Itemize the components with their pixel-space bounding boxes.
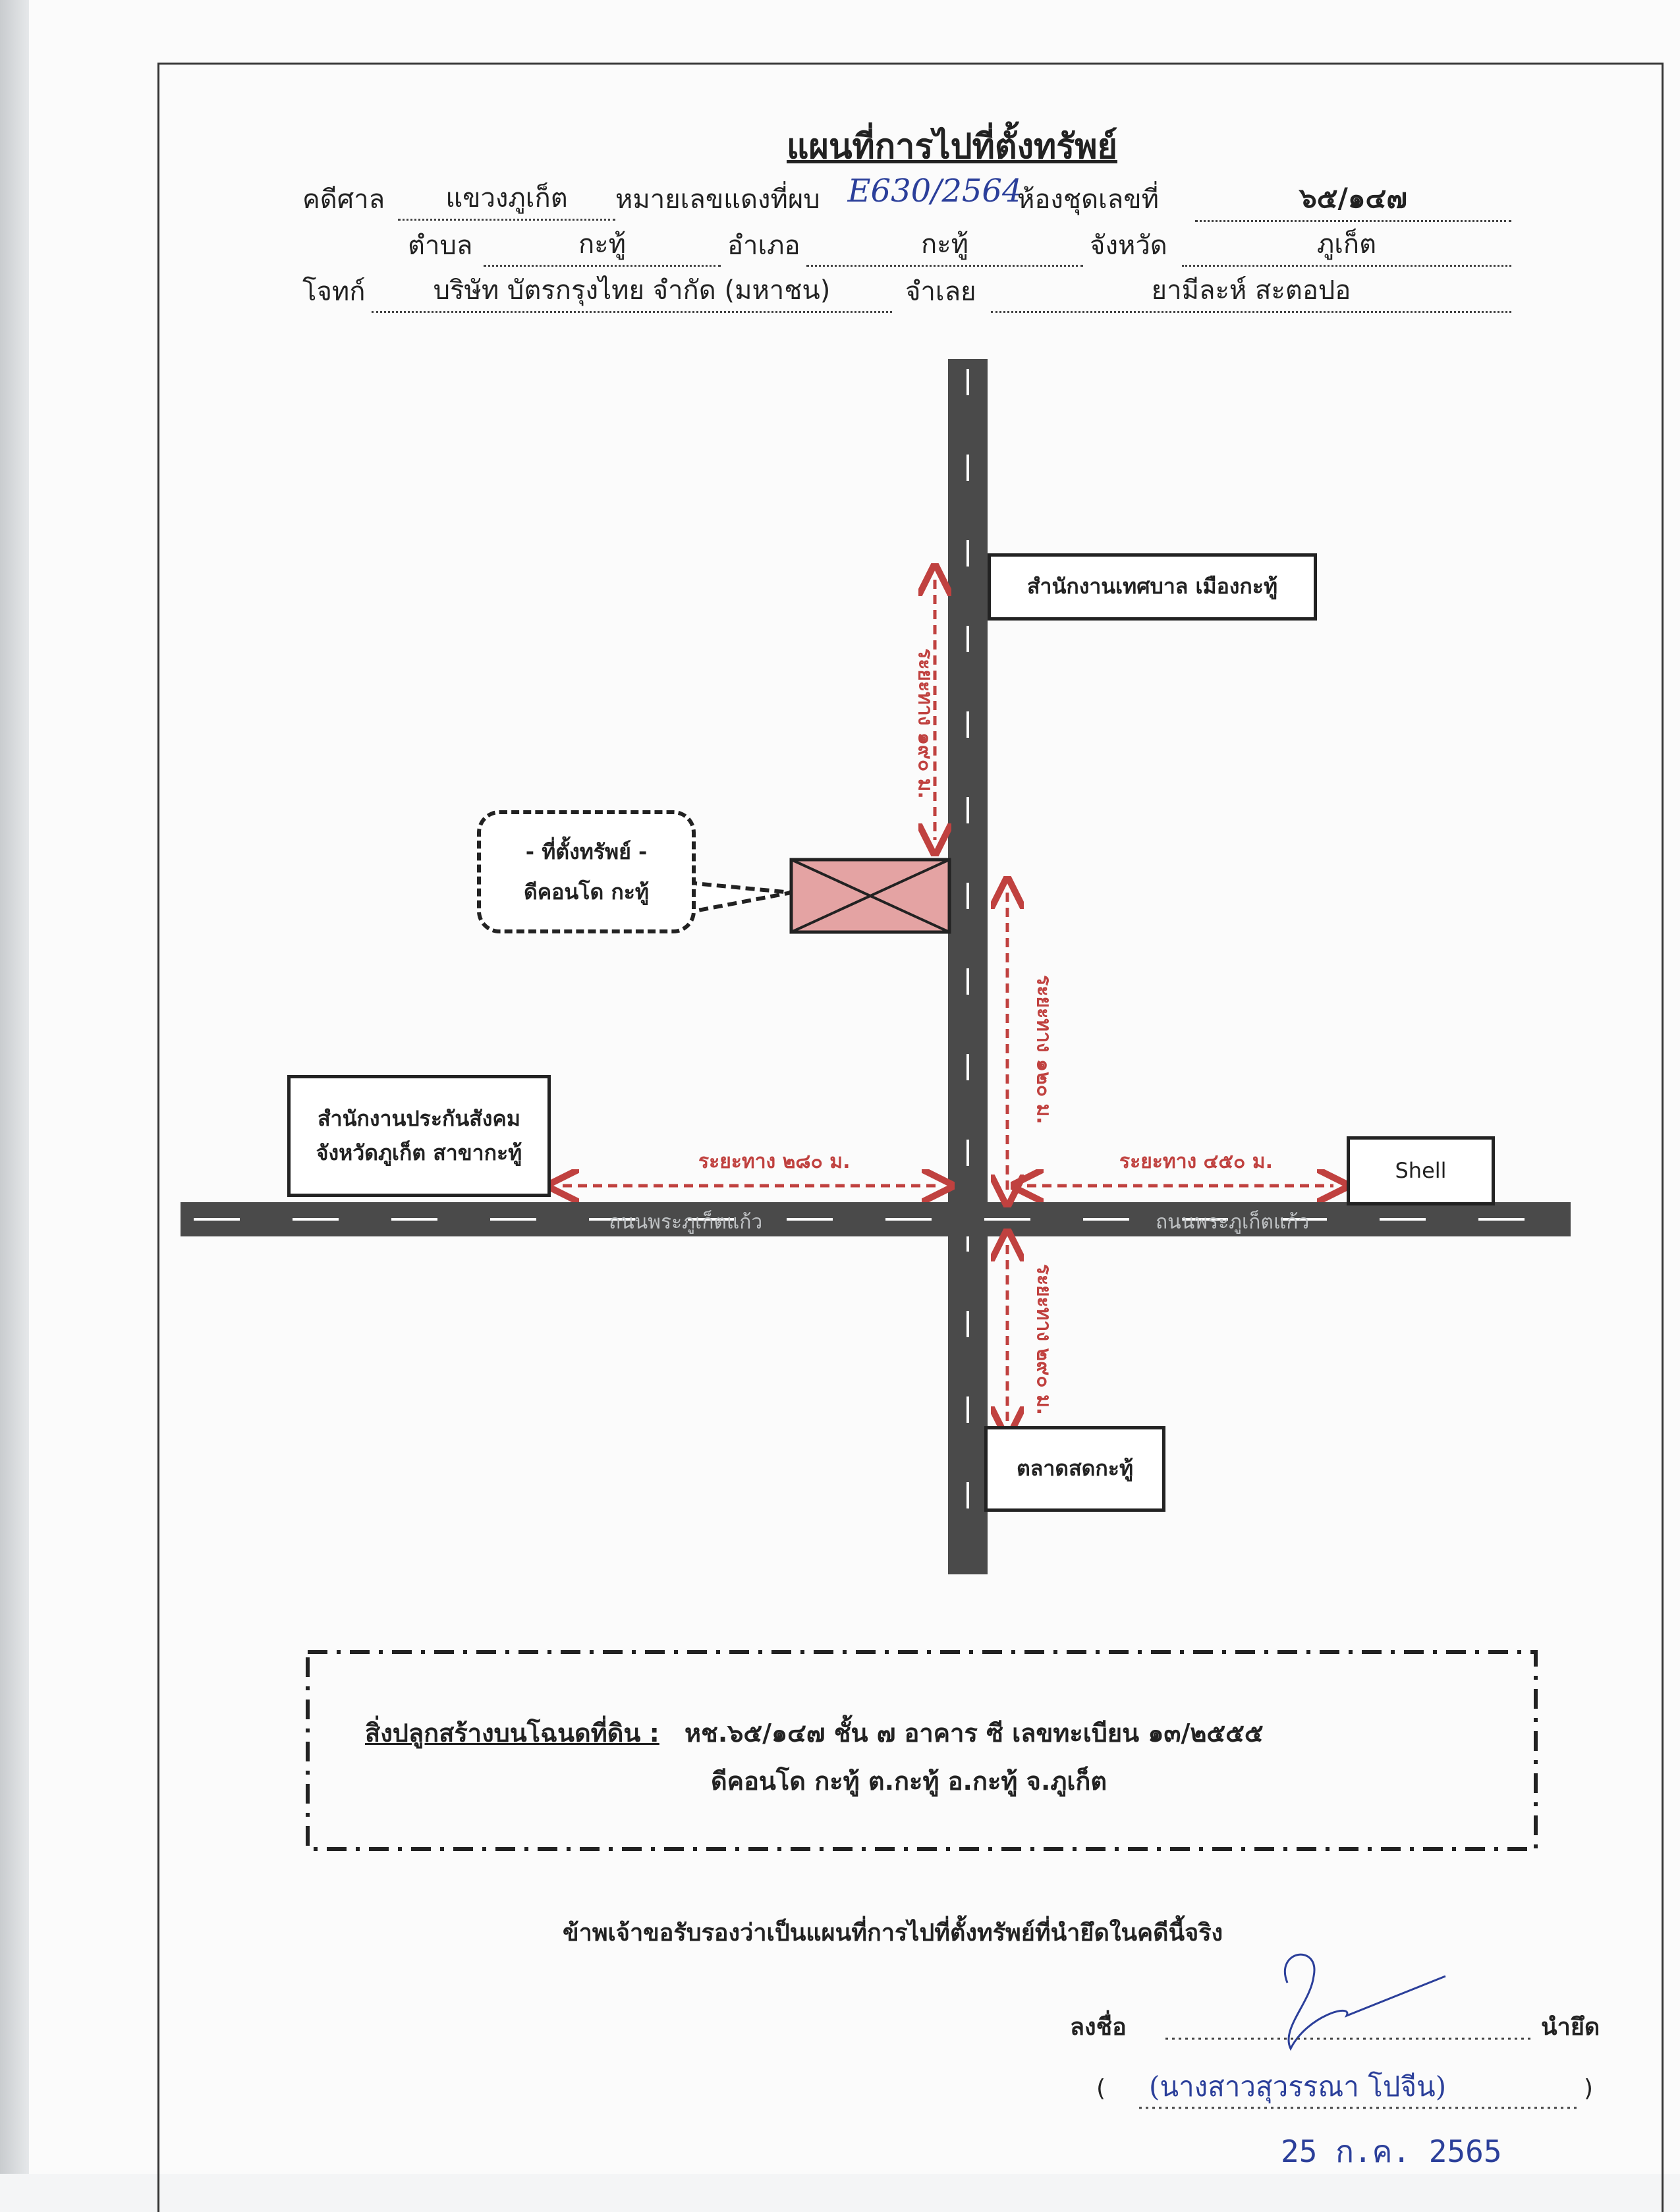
room-value: ๖๕/๑๔๗ xyxy=(1195,177,1511,222)
court-label: คดีศาล xyxy=(302,184,385,215)
page-title: แผนที่การไปที่ตั้งทรัพย์ xyxy=(787,127,1117,167)
defendant-label: จำเลย xyxy=(905,277,976,307)
distance-shell: ระยะทาง ๔๕๐ ม. xyxy=(1119,1150,1273,1173)
plaintiff-label: โจทก์ xyxy=(302,277,366,307)
subdistrict-label: ตำบล xyxy=(408,231,473,261)
plaintiff-value: บริษัท บัตรกรุงไทย จำกัด (มหาชน) xyxy=(372,269,892,313)
property-callout: - ที่ตั้งทรัพย์ - ดีคอนโด กะทู้ xyxy=(477,810,696,933)
building-line1: หช.๖๕/๑๔๗ ชั้น ๗ อาคาร ซี เลขทะเบียน ๑๓/… xyxy=(685,1719,1264,1748)
market-box: ตลาดสดกะทู้ xyxy=(984,1426,1165,1512)
open-paren: ( xyxy=(1096,2075,1106,2102)
signer-name: (นางสาวสุวรรณา โปจีน) xyxy=(1149,2070,1447,2103)
scan-edge xyxy=(0,0,29,2174)
signature-date: 25 ก.ค. 2565 xyxy=(1281,2134,1502,2169)
distance-property: ระยะทาง ๑๒๐ ม. xyxy=(1032,975,1055,1124)
court-value: แขวงภูเก็ต xyxy=(398,177,615,221)
distance-municipality: ระยะทาง ๑๙๐ ม. xyxy=(913,648,937,799)
sign-label: ลงชื่อ xyxy=(1070,2014,1127,2041)
case-value: E630/2564 xyxy=(847,173,1022,209)
certification-text: ข้าพเจ้าขอรับรองว่าเป็นแผนที่การไปที่ตั้… xyxy=(563,1920,1223,1947)
close-paren: ) xyxy=(1584,2075,1594,2102)
road-name-right: ถนนพระภูเก็ตแก้ว xyxy=(1156,1211,1310,1234)
property-callout-line1: - ที่ตั้งทรัพย์ - xyxy=(525,839,648,864)
distance-social: ระยะทาง ๒๘๐ ม. xyxy=(698,1150,851,1173)
shell-box: Shell xyxy=(1347,1136,1495,1205)
municipality-box: สำนักงานเทศบาล เมืองกะทู้ xyxy=(988,553,1317,621)
signature-scribble xyxy=(1283,1953,1446,2051)
property-callout-line2: ดีคอนโด กะทู้ xyxy=(523,879,650,904)
defendant-value: ยามีละห์ สะตอปอ xyxy=(991,269,1511,313)
case-label: หมายเลขแดงที่ผบ xyxy=(615,184,820,215)
document-page: แผนที่การไปที่ตั้งทรัพย์ คดีศาล แขวงภูเก… xyxy=(29,0,1680,2212)
signer-role: นำยึด xyxy=(1541,2014,1600,2041)
province-label: จังหวัด xyxy=(1090,231,1167,261)
social-security-line2: จังหวัดภูเก็ต สาขากะทู้ xyxy=(316,1140,522,1165)
horizontal-road xyxy=(181,1202,1571,1236)
social-security-line1: สำนักงานประกันสังคม xyxy=(318,1106,520,1132)
building-box-border xyxy=(306,1650,1538,1851)
district-label: อำเภอ xyxy=(727,231,800,261)
room-label: ห้องชุดเลขที่ xyxy=(1017,184,1159,215)
road-name-left: ถนนพระภูเก็ตแก้ว xyxy=(609,1211,763,1234)
callout-pointer xyxy=(687,881,792,914)
district-value: กะทู้ xyxy=(806,223,1083,267)
location-map xyxy=(181,359,1581,2109)
social-security-box: สำนักงานประกันสังคม จังหวัดภูเก็ต สาขากะ… xyxy=(287,1075,551,1197)
property-marker-icon xyxy=(789,858,951,934)
page-frame xyxy=(157,63,1664,2212)
building-line2: ดีคอนโด กะทู้ ต.กะทู้ อ.กะทู้ จ.ภูเก็ต xyxy=(711,1767,1107,1796)
building-info-box: สิ่งปลูกสร้างบนโฉนดที่ดิน : หช.๖๕/๑๔๗ ชั… xyxy=(306,1650,1538,1851)
subdistrict-value: กะทู้ xyxy=(484,223,721,267)
building-label: สิ่งปลูกสร้างบนโฉนดที่ดิน : xyxy=(365,1719,659,1748)
province-value: ภูเก็ต xyxy=(1182,223,1511,267)
distance-market: ระยะทาง ๒๙๐ ม. xyxy=(1032,1263,1055,1416)
